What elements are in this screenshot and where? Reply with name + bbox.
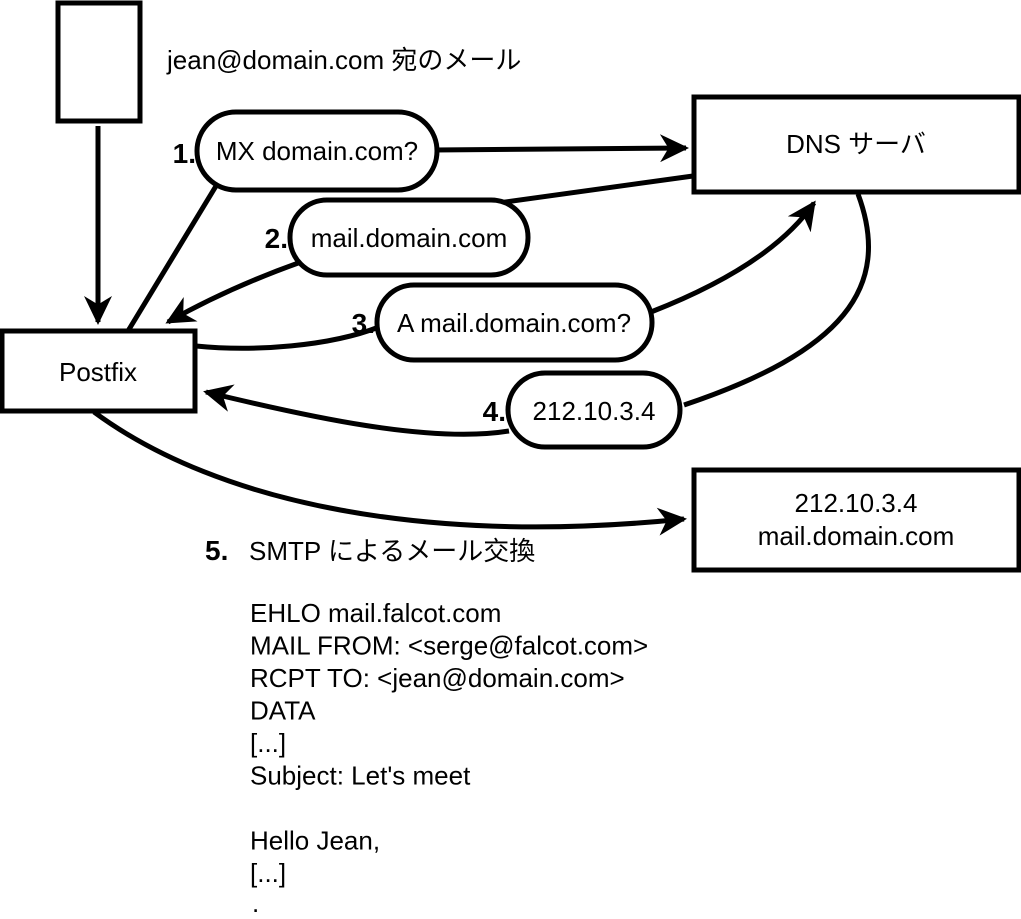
smtp-line: Subject: Let's meet: [250, 761, 471, 791]
postfix-node: [0, 328, 198, 414]
smtp-exchange-label: SMTP によるメール交換: [249, 536, 535, 566]
mail-server-ip-label: 212.10.3.4: [795, 488, 918, 518]
arrow-mx-query-to-dns: [433, 134, 689, 163]
step-4-number: 4.: [483, 396, 506, 427]
link-postfix-to-a-query: [195, 324, 380, 351]
step-2-number: 2.: [265, 223, 288, 254]
dns-server-node: [691, 94, 1021, 195]
smtp-line: EHLO mail.falcot.com: [250, 598, 501, 628]
step-1-number: 1.: [173, 138, 196, 169]
incoming-mail-note: jean@domain.com 宛のメール: [166, 45, 521, 75]
smtp-line: MAIL FROM: <serge@falcot.com>: [250, 631, 648, 661]
connector-group: [84, 126, 871, 536]
smtp-line: [...]: [250, 728, 286, 758]
postfix-label: Postfix: [59, 357, 137, 387]
arrow-a-answer-to-postfix: [203, 384, 510, 437]
link-dns-to-a-answer: [683, 193, 871, 408]
step-5-number: 5.: [205, 535, 228, 566]
arrow-postfix-smtp-to-mailserver: [92, 409, 687, 536]
a-query-label: A mail.domain.com?: [397, 308, 631, 338]
smtp-line-end-dot: .: [252, 888, 259, 918]
mx-query-label: MX domain.com?: [216, 136, 418, 166]
smtp-transcript: EHLO mail.falcot.com MAIL FROM: <serge@f…: [250, 598, 648, 918]
pill-a-answer: [505, 370, 683, 450]
link-postfix-to-mx-query: [125, 184, 219, 333]
arrow-a-query-to-dns: [650, 200, 817, 315]
smtp-line: [...]: [250, 858, 286, 888]
pill-a-query: [374, 282, 655, 363]
smtp-line: Hello Jean,: [250, 826, 380, 856]
mail-server-node: [691, 467, 1021, 573]
arrow-mx-answer-to-postfix: [165, 259, 302, 325]
step-3-number: 3.: [352, 308, 375, 339]
smtp-line: RCPT TO: <jean@domain.com>: [250, 663, 625, 693]
dns-server-label: DNS サーバ: [786, 129, 926, 159]
pill-mx-answer: [287, 197, 531, 278]
a-answer-label: 212.10.3.4: [533, 396, 656, 426]
mx-answer-label: mail.domain.com: [311, 223, 508, 253]
mail-server-hostname-label: mail.domain.com: [758, 521, 955, 551]
envelope-icon: [55, 0, 143, 124]
smtp-line: DATA: [250, 696, 316, 726]
pill-mx-query: [194, 109, 440, 193]
